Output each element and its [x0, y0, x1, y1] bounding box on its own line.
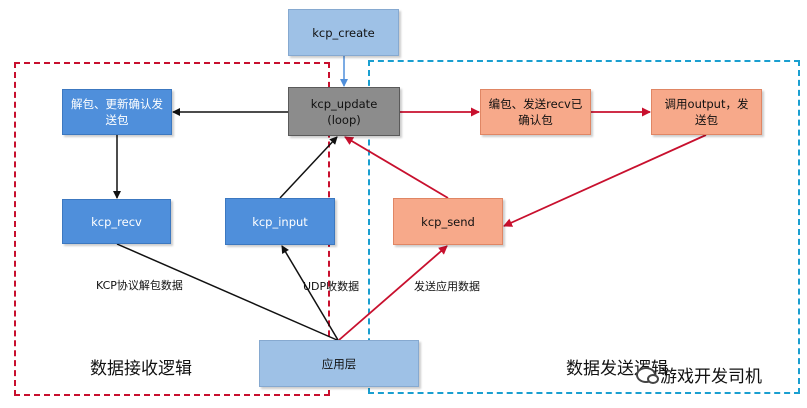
send-logic-region [368, 60, 800, 394]
encode-send-ack-node: 编包、发送recv已 确认包 [480, 89, 591, 135]
send-app-data-label: 发送应用数据 [414, 280, 480, 293]
udp-receive-label: UDP收数据 [303, 280, 360, 293]
kcp-create-node: kcp_create [288, 9, 399, 56]
arrow-input-to-update [279, 136, 338, 199]
arrow-app-to-input [281, 245, 339, 341]
wechat-icon [636, 366, 659, 384]
kcp-send-node: kcp_send [393, 198, 503, 245]
watermark: 游戏开发司机 [636, 362, 762, 387]
receive-logic-title: 数据接收逻辑 [90, 359, 192, 379]
watermark-text: 游戏开发司机 [660, 367, 762, 387]
kcp-update-node: kcp_update (loop) [288, 87, 400, 136]
kcp-input-node: kcp_input [225, 198, 335, 245]
unpack-update-ack-node: 解包、更新确认发 送包 [62, 89, 172, 135]
arrow-output-to-send [503, 134, 707, 227]
kcp-recv-node: kcp_recv [62, 199, 171, 244]
arrow-send-to-update [344, 136, 449, 199]
kcp-unpack-data-label: KCP协议解包数据 [96, 279, 183, 292]
call-output-node: 调用output，发 送包 [651, 89, 762, 135]
arrow-app-to-send [338, 245, 448, 341]
application-layer-node: 应用层 [259, 340, 419, 387]
arrow-recv-to-app [116, 243, 338, 341]
